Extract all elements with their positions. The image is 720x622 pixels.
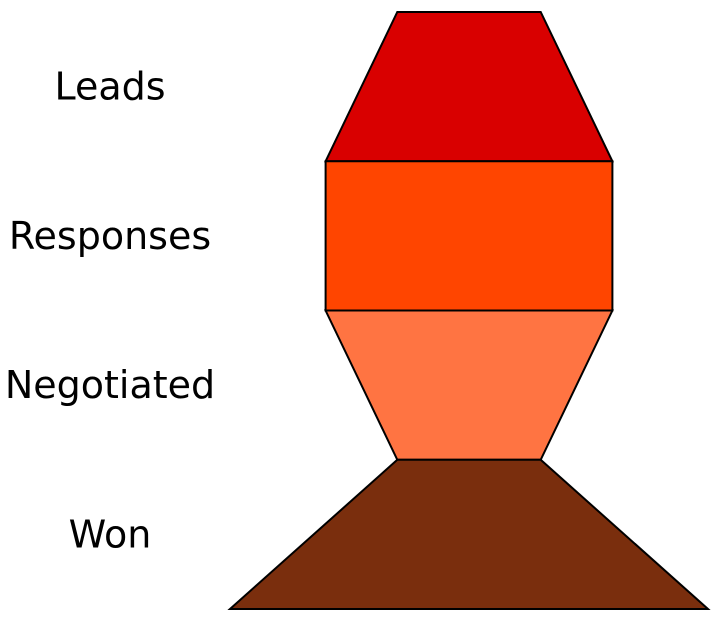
stage-label-won: Won <box>69 512 152 556</box>
stage-label-leads: Leads <box>54 65 165 109</box>
funnel-stage-leads <box>324 11 614 163</box>
stage-label-negotiated: Negotiated <box>5 363 215 407</box>
funnel-stage-negotiated <box>324 309 614 461</box>
funnel-shapes <box>227 11 711 610</box>
funnel-stage-won <box>227 458 711 610</box>
stage-label-responses: Responses <box>9 214 211 258</box>
funnel-stage-responses <box>324 160 614 312</box>
